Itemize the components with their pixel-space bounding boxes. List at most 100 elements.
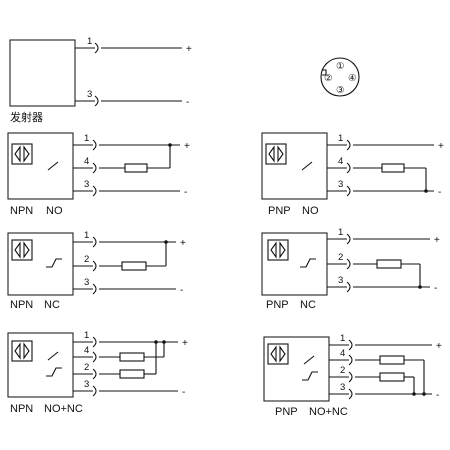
- npn-nonc-nc-switch: [46, 367, 62, 377]
- emitter-minus-label: -: [186, 97, 189, 108]
- pnp-nc-minus-label: -: [434, 283, 437, 294]
- npn-nonc-junction-2: [154, 340, 158, 344]
- npn-nonc-minus-label: -: [182, 387, 185, 398]
- pnp-nonc-load2-resistor: [379, 372, 405, 382]
- npn-no-pin1-connector: [92, 139, 97, 151]
- npn-no-pin1-label: 1: [84, 133, 89, 144]
- npn-nc-output-label: NC: [44, 299, 60, 311]
- npn-nc-pin2-connector: [92, 260, 97, 272]
- pnp-no-output-label: NO: [302, 205, 319, 217]
- npn-no-pin3-label: 3: [84, 179, 89, 190]
- pnp-nonc-type-label: PNP: [275, 406, 298, 418]
- pnp-nonc-no-switch: [303, 355, 315, 365]
- emitter-plus-label: +: [186, 44, 192, 55]
- pnp-no-type-label: PNP: [268, 205, 291, 217]
- npn-no-sensor-icon: [11, 143, 33, 165]
- pnp-no-switch: [301, 161, 313, 171]
- pnp-nc-sensor-icon: [267, 239, 289, 261]
- npn-nonc-plus-label: +: [182, 338, 188, 349]
- npn-no-pin4-label: 4: [84, 156, 89, 167]
- pnp-nc-switch: [300, 258, 316, 268]
- npn-nonc-sensor-body: [7, 332, 74, 398]
- connector-pin-1: ①: [336, 61, 345, 72]
- npn-nc-pin3-connector: [92, 283, 97, 295]
- npn-nonc-junction-1: [162, 340, 166, 344]
- pnp-no-diagram: 1 4 3 + - PNP NO: [261, 132, 444, 217]
- pnp-nonc-pin1-label: 1: [340, 333, 345, 344]
- pnp-nc-pin3-label: 3: [338, 275, 343, 286]
- emitter-pin1-label: 1: [87, 36, 92, 47]
- pnp-no-pin1-connector: [346, 139, 351, 151]
- pnp-nonc-pin3-connector: [348, 388, 353, 400]
- npn-no-pin3-connector: [92, 185, 97, 197]
- npn-no-switch: [47, 161, 59, 171]
- pnp-nonc-minus-label: -: [436, 390, 439, 401]
- npn-no-type-label: NPN: [10, 205, 33, 217]
- emitter-pin1-connector: [94, 42, 99, 54]
- connector-pin-4: ④: [348, 73, 357, 84]
- npn-nc-pin3-label: 3: [84, 277, 89, 288]
- npn-nonc-pin1-label: 1: [84, 330, 89, 341]
- emitter-pin3-connector: [94, 95, 99, 107]
- pnp-nc-sensor-symbol: [270, 241, 286, 259]
- pnp-nonc-pin1-connector: [348, 339, 353, 351]
- npn-no-minus-label: -: [184, 187, 187, 198]
- npn-nonc-pin3-connector: [92, 385, 97, 397]
- pnp-no-pin3-label: 3: [338, 179, 343, 190]
- npn-no-pin4-connector: [92, 162, 97, 174]
- npn-nc-sensor-symbol: [14, 241, 30, 259]
- npn-nc-sensor-body: [7, 232, 74, 296]
- npn-nc-pin1-label: 1: [84, 230, 89, 241]
- pnp-no-pin3-connector: [346, 185, 351, 197]
- npn-nc-type-label: NPN: [10, 299, 33, 311]
- pnp-nonc-output-label: NO+NC: [309, 406, 348, 418]
- emitter-diagram: 1 + 3 - 发射器: [9, 36, 192, 124]
- npn-nonc-sensor-icon: [11, 340, 33, 362]
- pnp-nc-plus-label: +: [434, 235, 440, 246]
- pnp-no-sensor-body: [261, 132, 328, 200]
- npn-nc-plus-label: +: [180, 238, 186, 249]
- pnp-nonc-pin3-label: 3: [340, 382, 345, 393]
- npn-no-junction: [168, 143, 172, 147]
- npn-nc-load-resistor: [121, 261, 147, 271]
- pnp-nonc-sensor-icon: [267, 343, 289, 365]
- npn-no-diagram: 1 4 3 + - NPN NO: [7, 132, 190, 217]
- npn-no-load-resistor: [124, 163, 148, 173]
- pnp-nc-load-resistor: [376, 259, 402, 269]
- connector-pin-2: ②: [324, 73, 333, 84]
- npn-nonc-load1-resistor: [119, 352, 145, 362]
- pnp-no-minus-label: -: [438, 187, 441, 198]
- pnp-nc-pin2-connector: [346, 258, 351, 270]
- pnp-nonc-plus-label: +: [436, 341, 442, 352]
- npn-nonc-load2-resistor: [119, 369, 145, 379]
- pnp-nc-pin2-label: 2: [338, 252, 343, 263]
- emitter-pin3-label: 3: [87, 89, 92, 100]
- npn-nonc-output-label: NO+NC: [44, 403, 83, 415]
- pnp-nonc-pin2-label: 2: [340, 365, 345, 376]
- pnp-nonc-pin4-label: 4: [340, 348, 345, 359]
- npn-nc-minus-label: -: [180, 285, 183, 296]
- pnp-nonc-load1-resistor: [379, 355, 405, 365]
- pnp-no-pin4-label: 4: [338, 156, 343, 167]
- npn-no-sensor-body: [7, 132, 74, 200]
- npn-nc-switch: [46, 258, 62, 268]
- pnp-nonc-sensor-body: [263, 336, 330, 402]
- pnp-nonc-diagram: 1 4 2 3 + - PNP NO+NC: [263, 333, 442, 418]
- pnp-nonc-pin2-connector: [348, 371, 353, 383]
- npn-nonc-pin4-connector: [92, 351, 97, 363]
- connector-outline: [320, 57, 360, 97]
- pnp-nc-diagram: 1 2 3 + - PNP NC: [261, 227, 440, 311]
- npn-no-plus-label: +: [184, 141, 190, 152]
- npn-nonc-pin1-connector: [92, 336, 97, 348]
- pnp-nonc-sensor-symbol: [270, 345, 286, 363]
- pnp-no-plus-label: +: [438, 141, 444, 152]
- npn-nonc-no-switch: [47, 351, 59, 361]
- npn-nonc-pin4-label: 4: [84, 345, 89, 356]
- npn-nonc-pin2-label: 2: [84, 362, 89, 373]
- pnp-nc-pin1-connector: [346, 233, 351, 245]
- pnp-no-load-resistor: [381, 163, 405, 173]
- npn-nc-junction: [164, 240, 168, 244]
- npn-nc-pin1-connector: [92, 236, 97, 248]
- npn-nonc-sensor-symbol: [14, 342, 30, 360]
